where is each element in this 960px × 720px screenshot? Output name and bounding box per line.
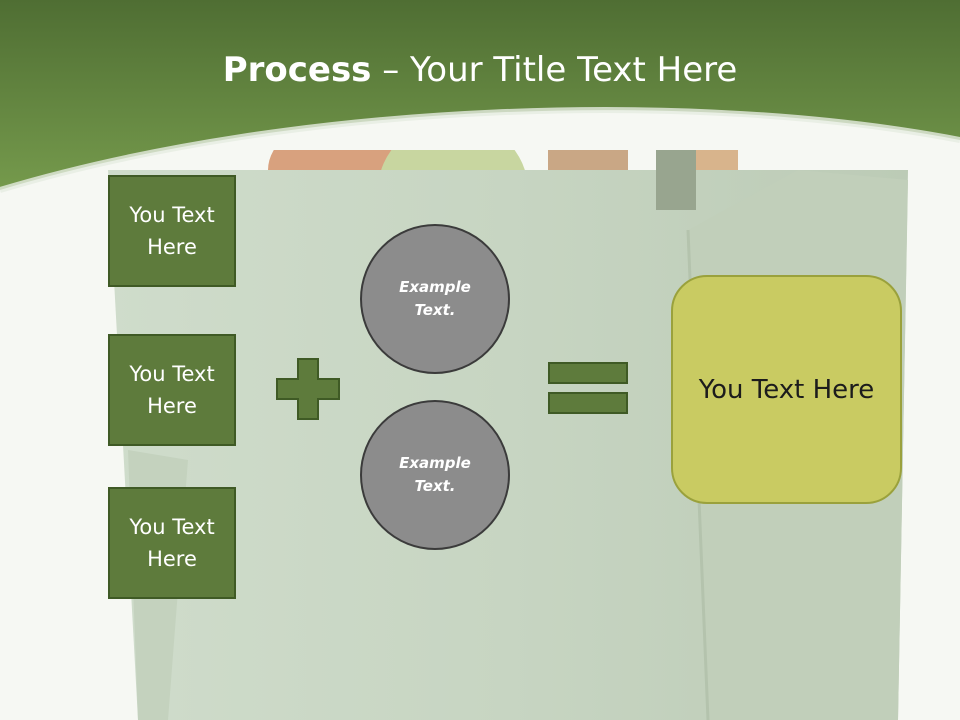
example-circle-1: Example Text.: [360, 224, 510, 374]
input-box-3: You Text Here: [108, 487, 236, 599]
input-box-2: You Text Here: [108, 334, 236, 446]
input-box-3-label: You Text Here: [129, 515, 215, 571]
equals-icon: [548, 362, 628, 414]
result-box: You Text Here: [671, 275, 902, 504]
example-circle-1-label: Example Text.: [399, 278, 471, 319]
header-band: [0, 0, 960, 193]
title-rest: – Your Title Text Here: [371, 50, 738, 90]
input-box-2-label: You Text Here: [129, 362, 215, 418]
title-bold: Process: [222, 50, 372, 90]
input-box-1-label: You Text Here: [129, 203, 215, 259]
result-box-label: You Text Here: [698, 374, 875, 405]
input-box-1: You Text Here: [108, 175, 236, 287]
example-circle-2-label: Example Text.: [399, 454, 471, 495]
example-circle-2: Example Text.: [360, 400, 510, 550]
plus-icon: [276, 358, 340, 420]
page-title: Process – Your Title Text Here: [0, 50, 960, 90]
